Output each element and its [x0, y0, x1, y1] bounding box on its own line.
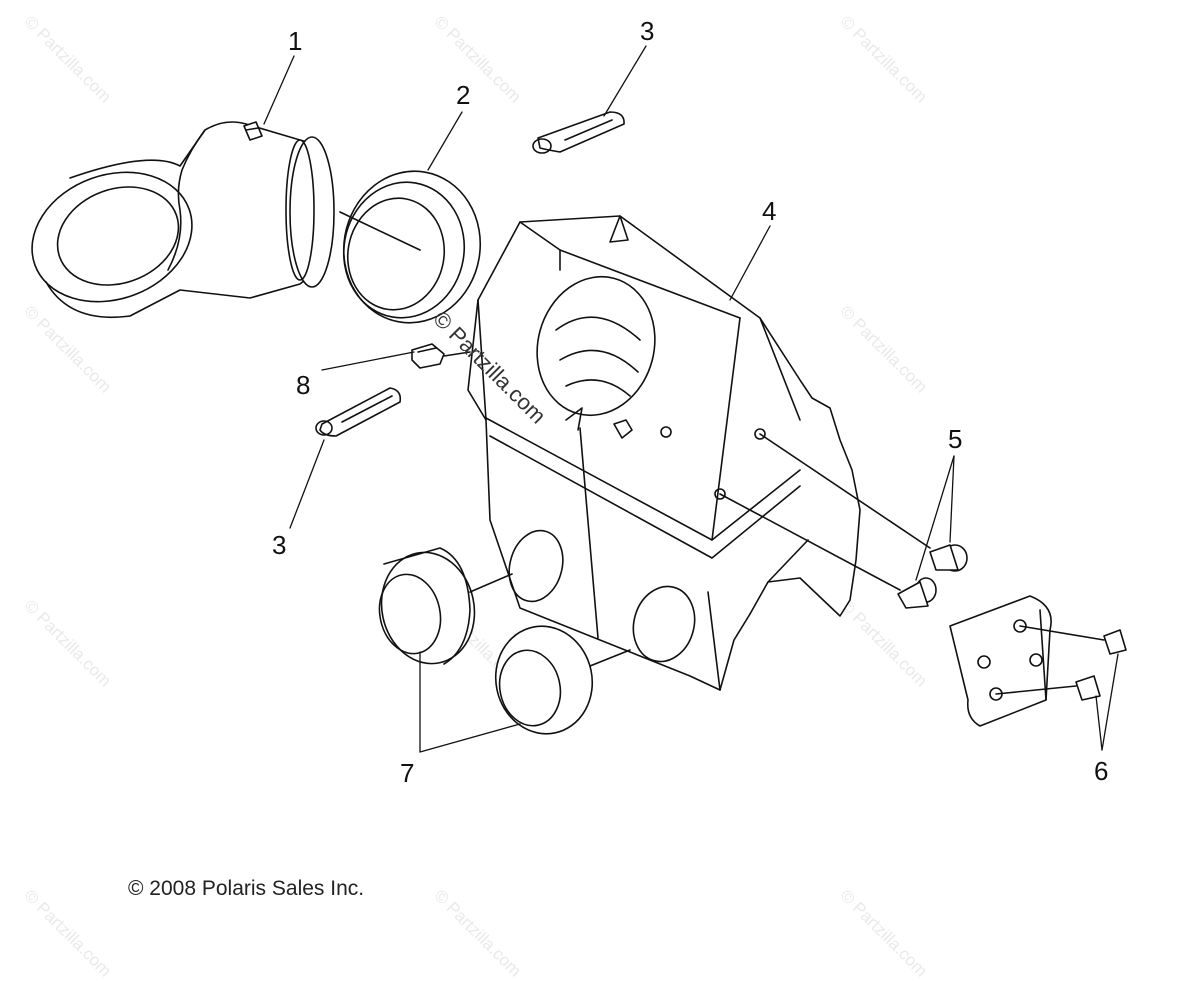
part-4-airbox: [467, 215, 861, 691]
callout-7: 7: [400, 758, 415, 788]
part-7-duct-rings: [378, 547, 631, 735]
part-8-fitting: [411, 343, 471, 369]
callout-8: 8: [296, 370, 311, 400]
part-3-clamp-lower: [315, 387, 402, 437]
exploded-parts-diagram: [31, 45, 1127, 753]
callout-3-lower: 3: [272, 530, 287, 560]
callout-2: 2: [456, 80, 471, 110]
part-1-intake-boot: [31, 121, 335, 319]
callout-1: 1: [288, 26, 303, 56]
part-6-bracket-bolts: [949, 595, 1127, 727]
callout-5: 5: [948, 424, 963, 454]
copyright-notice: © 2008 Polaris Sales Inc.: [128, 877, 365, 900]
leader-lines: [263, 45, 1119, 753]
part-2-ring-seal: [339, 170, 482, 324]
callout-6: 6: [1094, 756, 1109, 786]
callout-4: 4: [762, 196, 777, 226]
part-5-grommets: [719, 433, 968, 609]
part-3-clamp-upper: [532, 111, 625, 154]
callout-3-upper: 3: [640, 16, 655, 46]
